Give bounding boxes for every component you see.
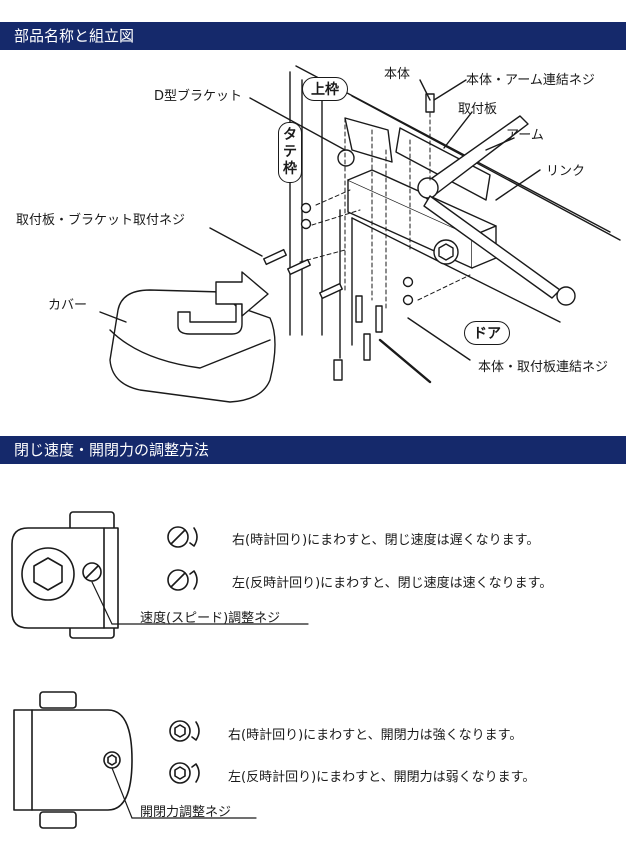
cover: [109, 289, 276, 403]
screw-head-icon: [402, 276, 414, 288]
force-clockwise-text: 右(時計回り)にまわすと、開閉力は強くなります。: [228, 728, 523, 743]
screw-icon: [363, 333, 371, 361]
upper-frame-line: [351, 95, 621, 241]
label-link: リンク: [546, 164, 586, 179]
screw-head-icon: [300, 218, 312, 230]
insert-arrow-icon: [215, 271, 269, 317]
speed-counter-text: 左(反時計回り)にまわすと、閉じ速度は速くなります。: [232, 576, 553, 591]
leader-line: [485, 137, 515, 151]
screw-icon: [263, 248, 287, 266]
door-edge: [378, 338, 432, 384]
bracket-pivot: [337, 149, 355, 167]
link: [423, 195, 561, 299]
section-title-adjust: 閉じ速度・開閉力の調整方法: [14, 441, 210, 459]
label-d-bracket: D型ブラケット: [154, 89, 243, 104]
label-arm: アーム: [506, 128, 544, 143]
speed-ccw-icon: [167, 569, 198, 591]
leader-line: [495, 169, 541, 201]
section-header-adjust: 閉じ速度・開閉力の調整方法: [0, 436, 626, 464]
speed-screw-label: 速度(スピード)調整ネジ: [140, 611, 281, 626]
screw-icon: [355, 295, 363, 323]
force-figure: [13, 691, 257, 829]
upper-frame-line: [295, 65, 611, 233]
screw-icon: [375, 305, 383, 333]
label-plate-bracket-screw: 取付板・ブラケット取付ネジ: [16, 213, 186, 228]
section-header-parts: 部品名称と組立図: [0, 22, 626, 50]
label-vertical-frame: タテ枠: [278, 122, 302, 183]
screw-icon: [319, 282, 343, 300]
d-bracket: [344, 117, 393, 163]
screws: [263, 93, 435, 381]
leader-line: [407, 317, 471, 361]
speed-cw-icon: [167, 526, 198, 548]
label-body: 本体: [384, 67, 411, 82]
speed-clockwise-text: 右(時計回り)にまわすと、閉じ速度は遅くなります。: [232, 533, 540, 548]
label-cover: カバー: [48, 298, 88, 313]
cover-edge: [109, 329, 271, 369]
label-door: ドア: [464, 321, 510, 345]
door-line: [351, 217, 561, 323]
label-body-arm-screw: 本体・アーム連結ネジ: [466, 73, 595, 88]
force-screw-label: 開閉力調整ネジ: [140, 805, 232, 820]
force-cw-icon: [169, 720, 200, 742]
label-upper-frame: 上枠: [302, 77, 348, 101]
force-ccw-icon: [169, 762, 200, 784]
leader-line: [433, 79, 467, 101]
hex-nut-icon: [438, 243, 454, 261]
leader-line: [209, 227, 263, 257]
label-body-plate-screw: 本体・取付板連結ネジ: [478, 360, 609, 375]
screw-icon: [333, 359, 343, 381]
speed-figure: [11, 511, 309, 639]
section-title-parts: 部品名称と組立図: [14, 27, 135, 45]
screw-icon: [425, 93, 435, 113]
leader-line: [443, 111, 473, 149]
label-mount-plate: 取付板: [458, 102, 498, 117]
leader-line: [419, 79, 431, 101]
hex-socket-icon: [33, 557, 63, 591]
screw-head-icon: [402, 294, 414, 306]
link-shoe: [556, 286, 576, 306]
screw-icon: [287, 258, 311, 276]
assembly-guides: [299, 105, 471, 311]
force-counter-text: 左(反時計回り)にまわすと、開閉力は弱くなります。: [228, 770, 536, 785]
closer-hex-end: [433, 239, 459, 265]
leader-line: [99, 311, 127, 323]
screw-head-icon: [300, 202, 312, 214]
